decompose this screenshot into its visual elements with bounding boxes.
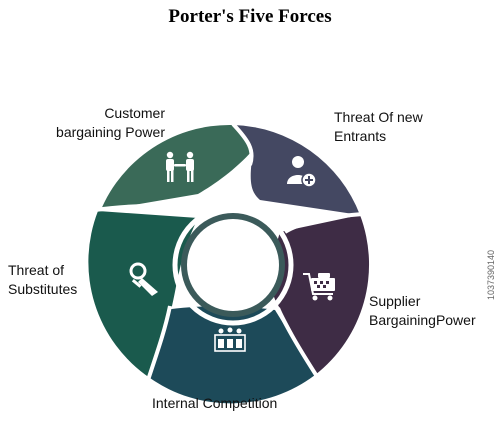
label-line: Internal Competition <box>152 395 278 411</box>
label-supplier-bargaining-power: Supplier BargainingPower <box>369 292 499 330</box>
shopping-cart-icon <box>303 273 335 301</box>
segment-threat-of-substitutes <box>88 211 198 378</box>
segment-threat-of-new-entrants <box>233 125 360 215</box>
segment-customer-bargaining-power <box>96 124 253 223</box>
label-line: BargainingPower <box>369 312 476 328</box>
label-line: Entrants <box>334 128 387 144</box>
label-line: bargaining Power <box>56 124 165 140</box>
label-line: Substitutes <box>8 281 78 297</box>
diagram-title: Porter's Five Forces <box>168 6 332 27</box>
label-line: Threat Of new <box>334 109 423 125</box>
competition-podium-icon <box>214 327 246 352</box>
inner-ring <box>172 204 294 326</box>
label-line: Customer <box>104 105 165 121</box>
stock-image-id: 1037390140 <box>486 249 496 300</box>
label-customer-bargaining-power: Customer bargaining Power <box>10 104 165 142</box>
swap-objects-icon <box>129 262 158 296</box>
segment-internal-competition <box>150 306 315 404</box>
label-line: Threat of <box>8 262 65 278</box>
people-handshake-icon <box>166 151 194 182</box>
label-line: Supplier <box>369 293 421 309</box>
label-threat-of-new-entrants: Threat Of new Entrants <box>334 108 494 146</box>
label-internal-competition: Internal Competition <box>152 394 322 413</box>
center-hole <box>187 219 279 311</box>
add-user-icon <box>287 156 317 188</box>
segment-dividers <box>94 122 364 381</box>
label-threat-of-substitutes: Threat of Substitutes <box>8 261 100 299</box>
